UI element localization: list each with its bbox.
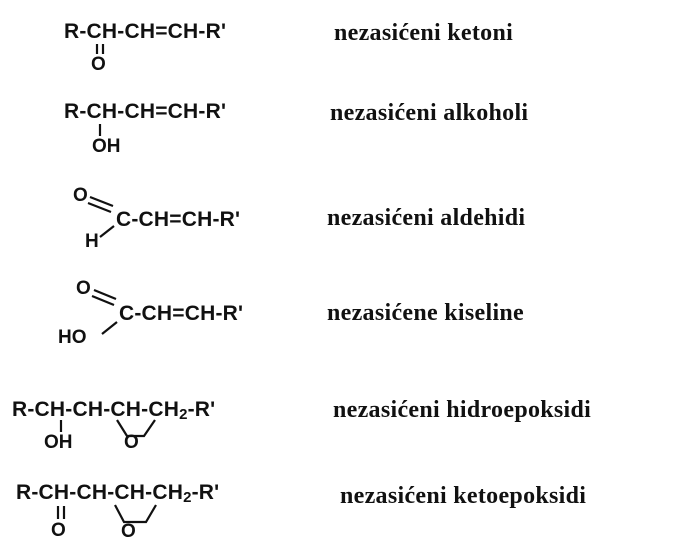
row1-substituent: O (91, 54, 106, 75)
row5-epoxide-oxygen: O (124, 432, 139, 453)
row3-top-substituent: O (73, 185, 88, 206)
bond-row3-single (99, 225, 115, 238)
bond-row4-single (101, 321, 118, 335)
row6-formula: R-CH-CH-CH-CH2-R' (16, 482, 219, 505)
row3-formula: C-CH=CH-R' (116, 208, 241, 231)
bond-row4-double-b (91, 294, 115, 307)
row3-label: nezasićeni aldehidi (327, 205, 526, 231)
row1-formula: R-CH-CH=CH-R' (64, 20, 227, 43)
row4-formula: C-CH=CH-R' (119, 302, 244, 325)
row4-bottom-substituent: HO (58, 327, 87, 348)
row3-bottom-substituent: H (85, 231, 99, 252)
row2-substituent: OH (92, 136, 121, 157)
row6-substituent-o: O (51, 520, 66, 541)
bond-row3-double-a (89, 195, 114, 208)
row6-epoxide-oxygen: O (121, 521, 136, 542)
row5-formula: R-CH-CH-CH-CH2-R' (12, 399, 215, 422)
bond-row4-double-a (93, 288, 117, 301)
bond-row3-double-b (87, 201, 112, 214)
row6-label: nezasićeni ketoepoksidi (340, 483, 587, 509)
row2-label: nezasićeni alkoholi (330, 100, 529, 126)
row4-label: nezasićene kiseline (327, 300, 525, 326)
row6-formula-end: -R' (191, 481, 220, 504)
row5-formula-main: R-CH-CH-CH-CH (12, 398, 180, 421)
row1-label: nezasićeni ketoni (334, 20, 514, 46)
row5-formula-end: -R' (187, 398, 216, 421)
row6-formula-subscript: 2 (183, 489, 192, 506)
row2-formula: R-CH-CH=CH-R' (64, 100, 227, 123)
row5-label: nezasićeni hidroepoksidi (333, 397, 592, 423)
row6-formula-main: R-CH-CH-CH-CH (16, 481, 184, 504)
row5-formula-subscript: 2 (179, 406, 188, 423)
bond-row6-epoxide (114, 504, 157, 524)
row4-top-substituent: O (76, 278, 91, 299)
row5-substituent-oh: OH (44, 432, 73, 453)
